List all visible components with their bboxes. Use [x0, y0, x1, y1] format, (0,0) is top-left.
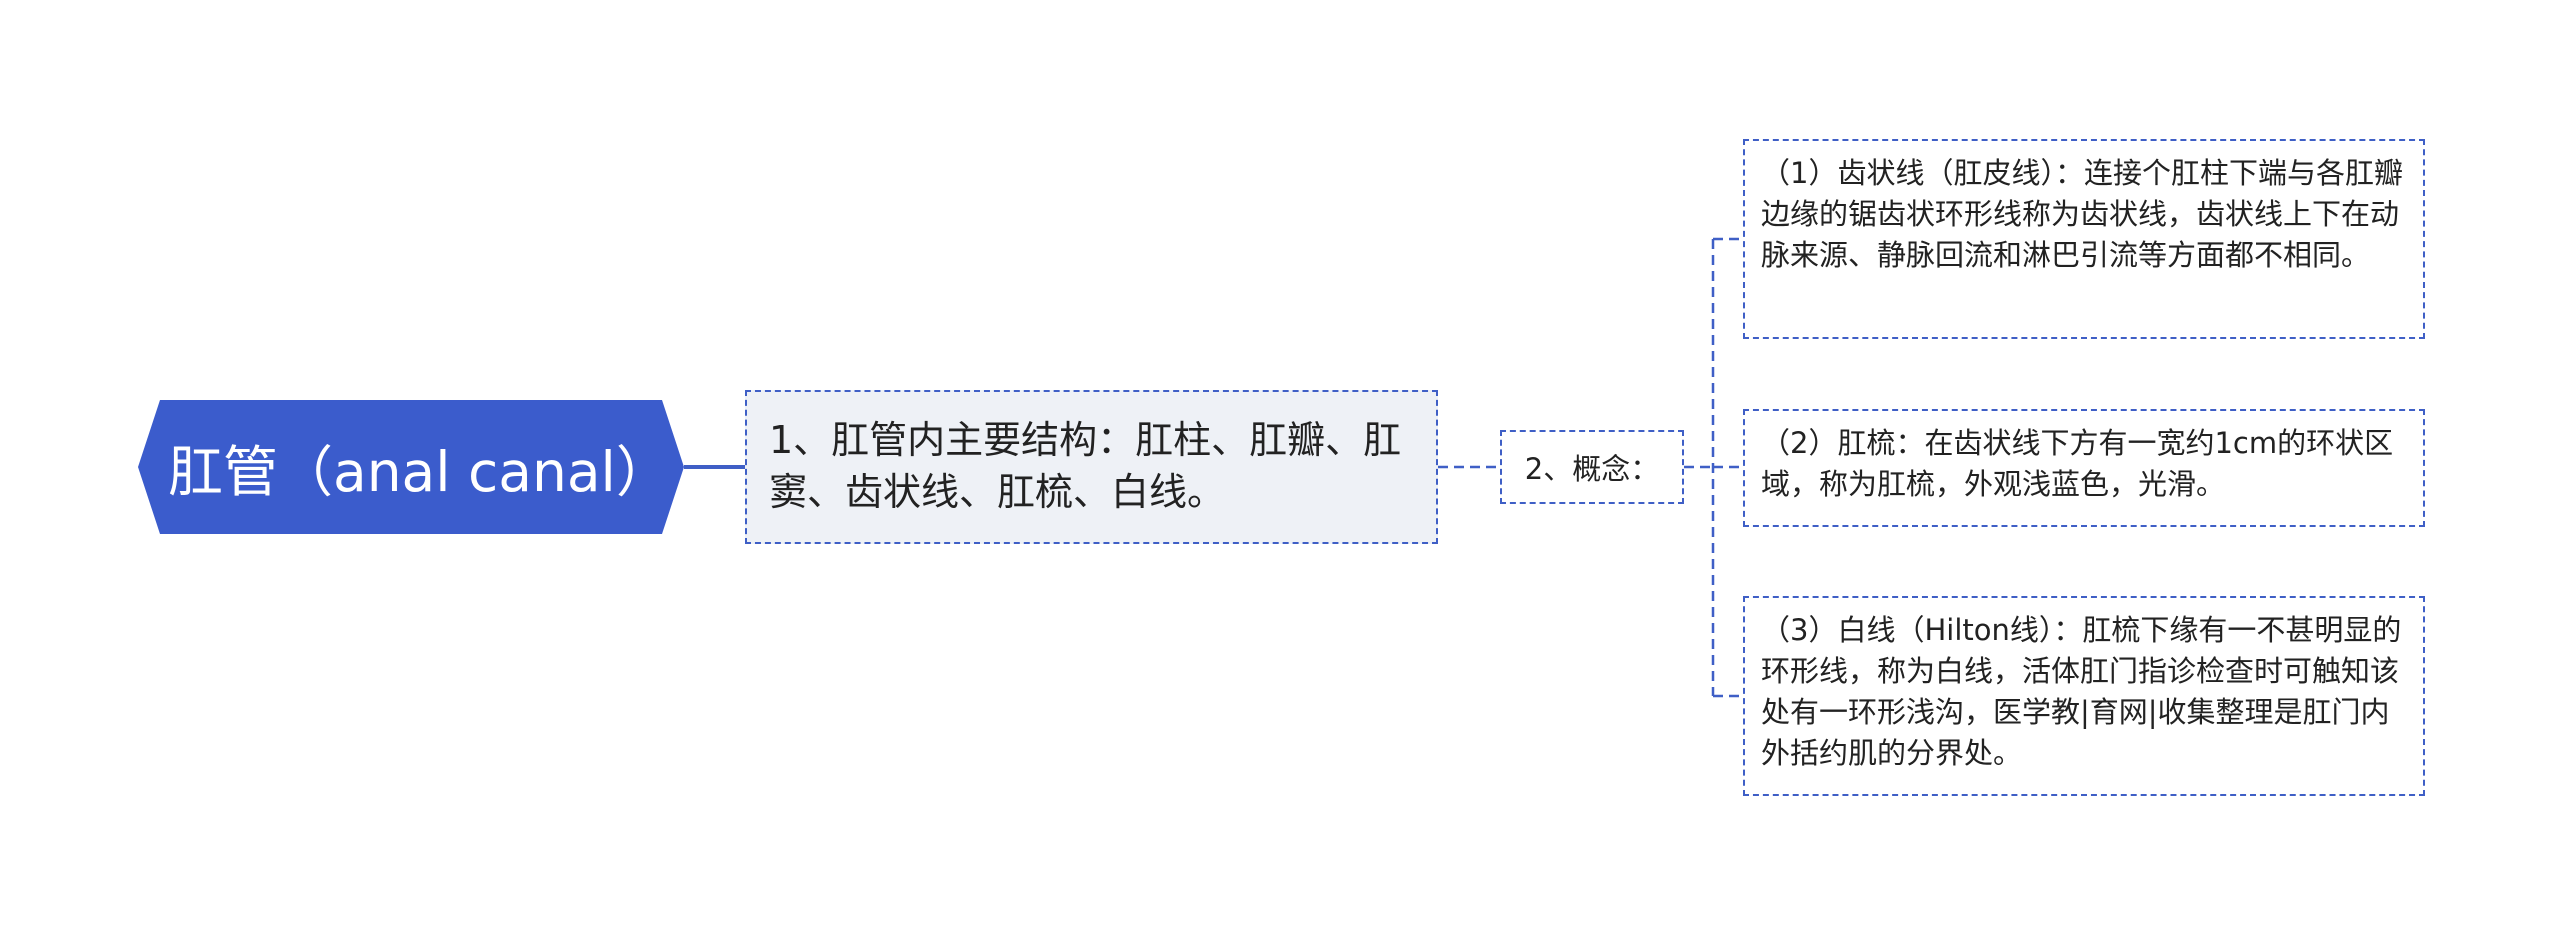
root-node[interactable]: 肛管（anal canal）: [138, 400, 684, 534]
sub-label: 2、概念：: [1524, 452, 1660, 486]
root-label: 肛管（anal canal）: [168, 440, 671, 504]
branch-node-concepts[interactable]: 2、概念：: [1500, 430, 1684, 504]
leaf-label: （1）齿状线（肛皮线）：连接个肛柱下端与各肛瓣边缘的锯齿状环形线称为齿状线，齿状…: [1761, 156, 2403, 272]
leaf-node-dentate-line[interactable]: （1）齿状线（肛皮线）：连接个肛柱下端与各肛瓣边缘的锯齿状环形线称为齿状线，齿状…: [1743, 139, 2425, 339]
leaf-label: （2）肛梳：在齿状线下方有一宽约1cm的环状区域，称为肛梳，外观浅蓝色，光滑。: [1761, 426, 2394, 501]
branch-label: 1、肛管内主要结构：肛柱、肛瓣、肛窦、齿状线、肛梳、白线。: [769, 418, 1402, 514]
branch-node-structures[interactable]: 1、肛管内主要结构：肛柱、肛瓣、肛窦、齿状线、肛梳、白线。: [745, 390, 1438, 544]
leaf-node-pecten[interactable]: （2）肛梳：在齿状线下方有一宽约1cm的环状区域，称为肛梳，外观浅蓝色，光滑。: [1743, 409, 2425, 527]
root-hexagon-shape: [138, 400, 684, 534]
leaf-label: （3）白线（Hilton线）：肛梳下缘有一不甚明显的环形线，称为白线，活体肛门指…: [1761, 613, 2402, 770]
leaf-node-white-line[interactable]: （3）白线（Hilton线）：肛梳下缘有一不甚明显的环形线，称为白线，活体肛门指…: [1743, 596, 2425, 796]
